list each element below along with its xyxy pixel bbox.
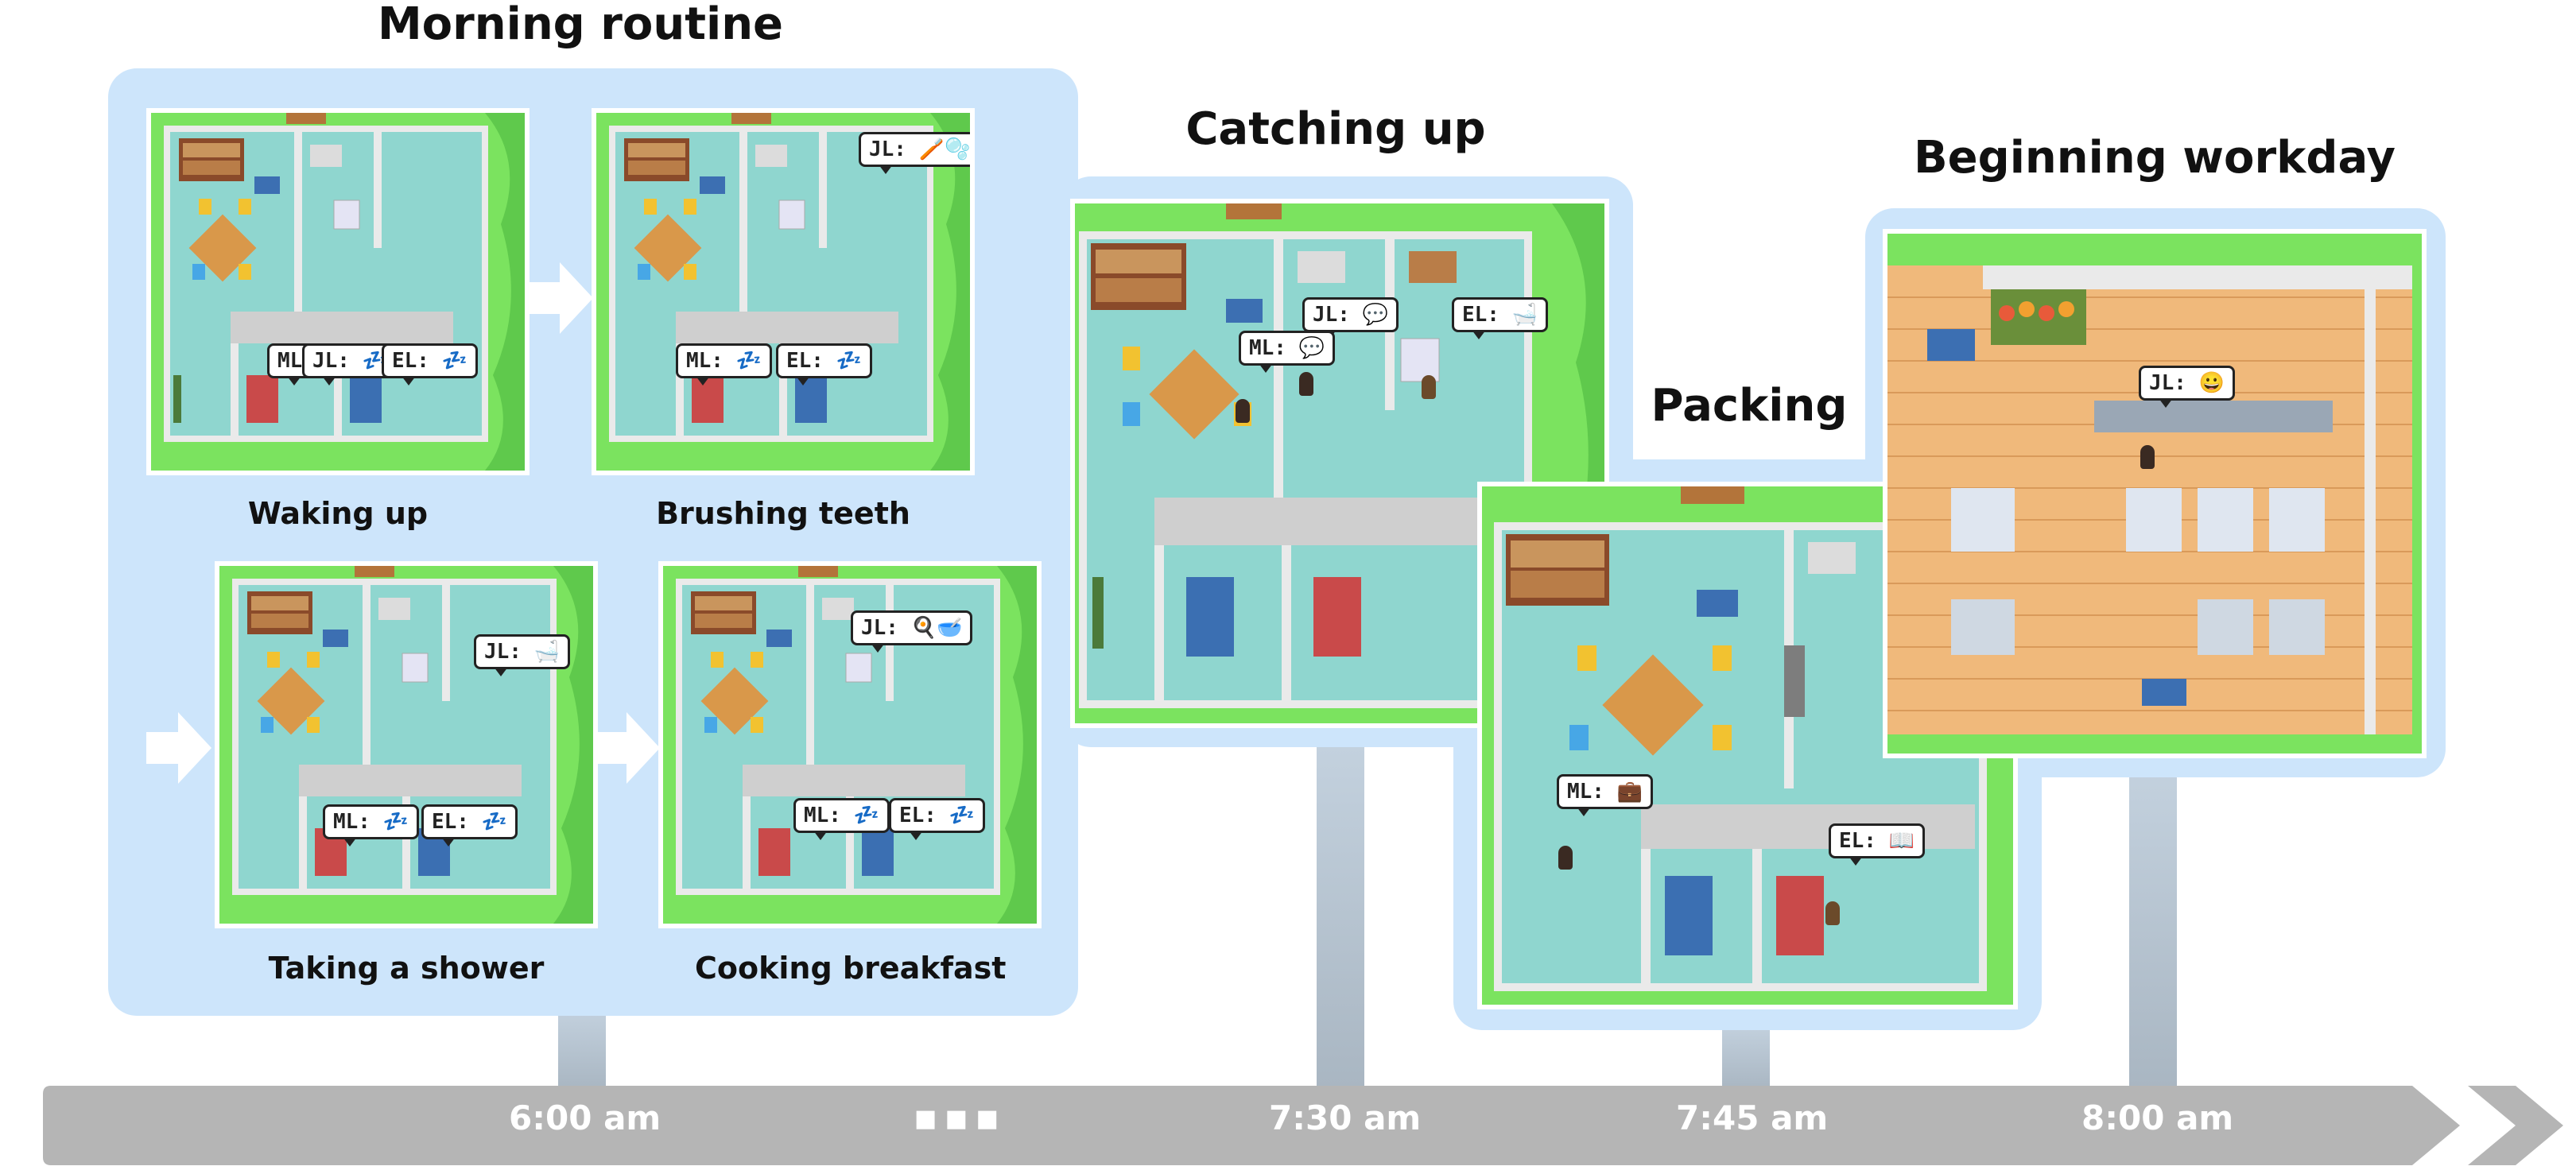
scene-taking-shower: JL: 🛁 ML: 💤 EL: 💤	[215, 561, 598, 928]
speech-bubble: JL: 💤	[302, 343, 398, 385]
section-title-workday: Beginning workday	[1913, 132, 2396, 184]
speech-bubble: JL: 💬	[1302, 297, 1399, 339]
timeline-stem-catching-up	[1317, 747, 1364, 1089]
time-label-7-45: 7:45 am	[1676, 1098, 1829, 1137]
section-title-packing: Packing	[1651, 380, 1848, 432]
scene-catching-up: JL: 💬 ML: 💬 EL: 🛁	[1070, 199, 1609, 728]
speech-bubble: ML: 💼	[1557, 774, 1653, 816]
speech-bubble: EL: 📖	[1829, 823, 1925, 866]
speech-bubble: ML: 💬	[1239, 331, 1335, 373]
scene-packing: ML: 💼 EL: 📖	[1477, 482, 2018, 1009]
house-map	[596, 113, 970, 471]
timeline-ellipsis: ■ ■ ■	[914, 1105, 999, 1133]
time-label-7-30: 7:30 am	[1269, 1098, 1422, 1137]
speech-bubble: EL: 💤	[889, 798, 985, 840]
speech-bubble: EL: 🛁	[1452, 297, 1548, 339]
speech-bubble: ML: 💤	[676, 343, 772, 385]
scene-caption: Cooking breakfast	[695, 951, 1007, 986]
scene-caption: Waking up	[247, 496, 429, 531]
arrow-right-icon	[528, 262, 593, 334]
scene-waking-up: ML: 💤 JL: 💤 EL: 💤	[146, 108, 530, 475]
speech-bubble: JL: 🛁	[474, 634, 570, 676]
house-map	[1482, 486, 2013, 1005]
timeline-stem-workday	[2129, 771, 2177, 1089]
scene-workday: JL: 😀	[1883, 229, 2427, 758]
speech-bubble: JL: 😀	[2139, 366, 2235, 408]
speech-bubble: EL: 💤	[421, 804, 518, 847]
timeline-bar	[43, 1086, 2563, 1165]
character-sprite	[1825, 901, 1840, 925]
house-map	[663, 566, 1037, 924]
speech-bubble: EL: 💤	[776, 343, 872, 385]
scene-cooking-breakfast: JL: 🍳🥣 ML: 💤 EL: 💤	[658, 561, 1042, 928]
time-label-8-00: 8:00 am	[2081, 1098, 2234, 1137]
house-map	[151, 113, 525, 471]
time-label-6-00: 6:00 am	[509, 1098, 661, 1137]
speech-bubble: ML: 💤	[323, 804, 419, 847]
scene-caption: Brushing teeth	[656, 496, 910, 531]
house-map	[1075, 203, 1604, 723]
character-sprite	[1299, 372, 1313, 396]
speech-bubble: JL: 🪥🫧	[859, 132, 970, 174]
character-sprite	[1236, 399, 1250, 423]
section-title-morning: Morning routine	[377, 0, 784, 50]
speech-bubble: ML: 💤	[793, 798, 890, 840]
character-sprite	[1422, 375, 1436, 399]
speech-bubble: JL: 🍳🥣	[851, 610, 973, 653]
timeline-stem-packing	[1722, 1025, 1770, 1089]
store-map	[1887, 234, 2422, 754]
house-map	[219, 566, 593, 924]
timeline-stem-morning	[558, 1009, 606, 1089]
character-sprite	[1558, 846, 1573, 870]
arrow-right-icon	[595, 712, 660, 784]
scene-brushing-teeth: JL: 🪥🫧 ML: 💤 EL: 💤	[592, 108, 975, 475]
arrow-right-icon	[146, 712, 211, 784]
section-title-catching-up: Catching up	[1185, 103, 1486, 155]
character-sprite	[2140, 445, 2155, 469]
scene-caption: Taking a shower	[268, 951, 545, 986]
speech-bubble: EL: 💤	[382, 343, 478, 385]
